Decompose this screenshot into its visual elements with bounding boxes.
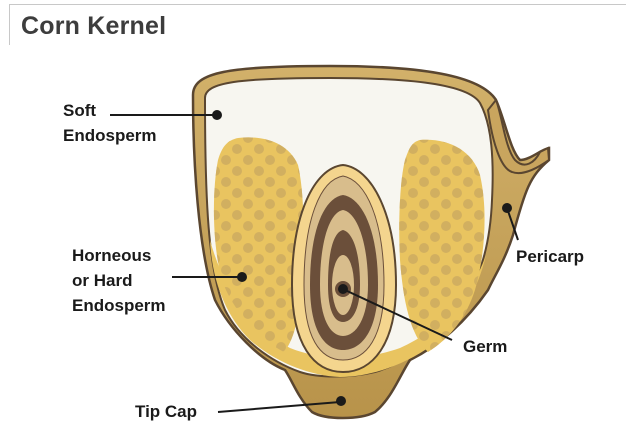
label-germ: Germ bbox=[463, 334, 507, 359]
marker-tip-cap bbox=[336, 396, 346, 406]
label-horneous-line1: Horneous bbox=[72, 243, 166, 268]
label-horneous-line3: Endosperm bbox=[72, 293, 166, 318]
marker-pericarp bbox=[502, 203, 512, 213]
hard-endosperm-right-dots bbox=[399, 140, 484, 352]
label-pericarp: Pericarp bbox=[516, 244, 584, 269]
label-horneous-line2: or Hard bbox=[72, 268, 166, 293]
label-horneous-endosperm: Horneous or Hard Endosperm bbox=[72, 243, 166, 318]
label-soft-endosperm: Soft Endosperm bbox=[63, 98, 157, 148]
marker-germ bbox=[338, 284, 348, 294]
label-soft-endosperm-line1: Soft bbox=[63, 98, 157, 123]
marker-soft-endosperm bbox=[212, 110, 222, 120]
marker-horneous bbox=[237, 272, 247, 282]
label-soft-endosperm-line2: Endosperm bbox=[63, 123, 157, 148]
label-tip-cap: Tip Cap bbox=[135, 399, 197, 424]
